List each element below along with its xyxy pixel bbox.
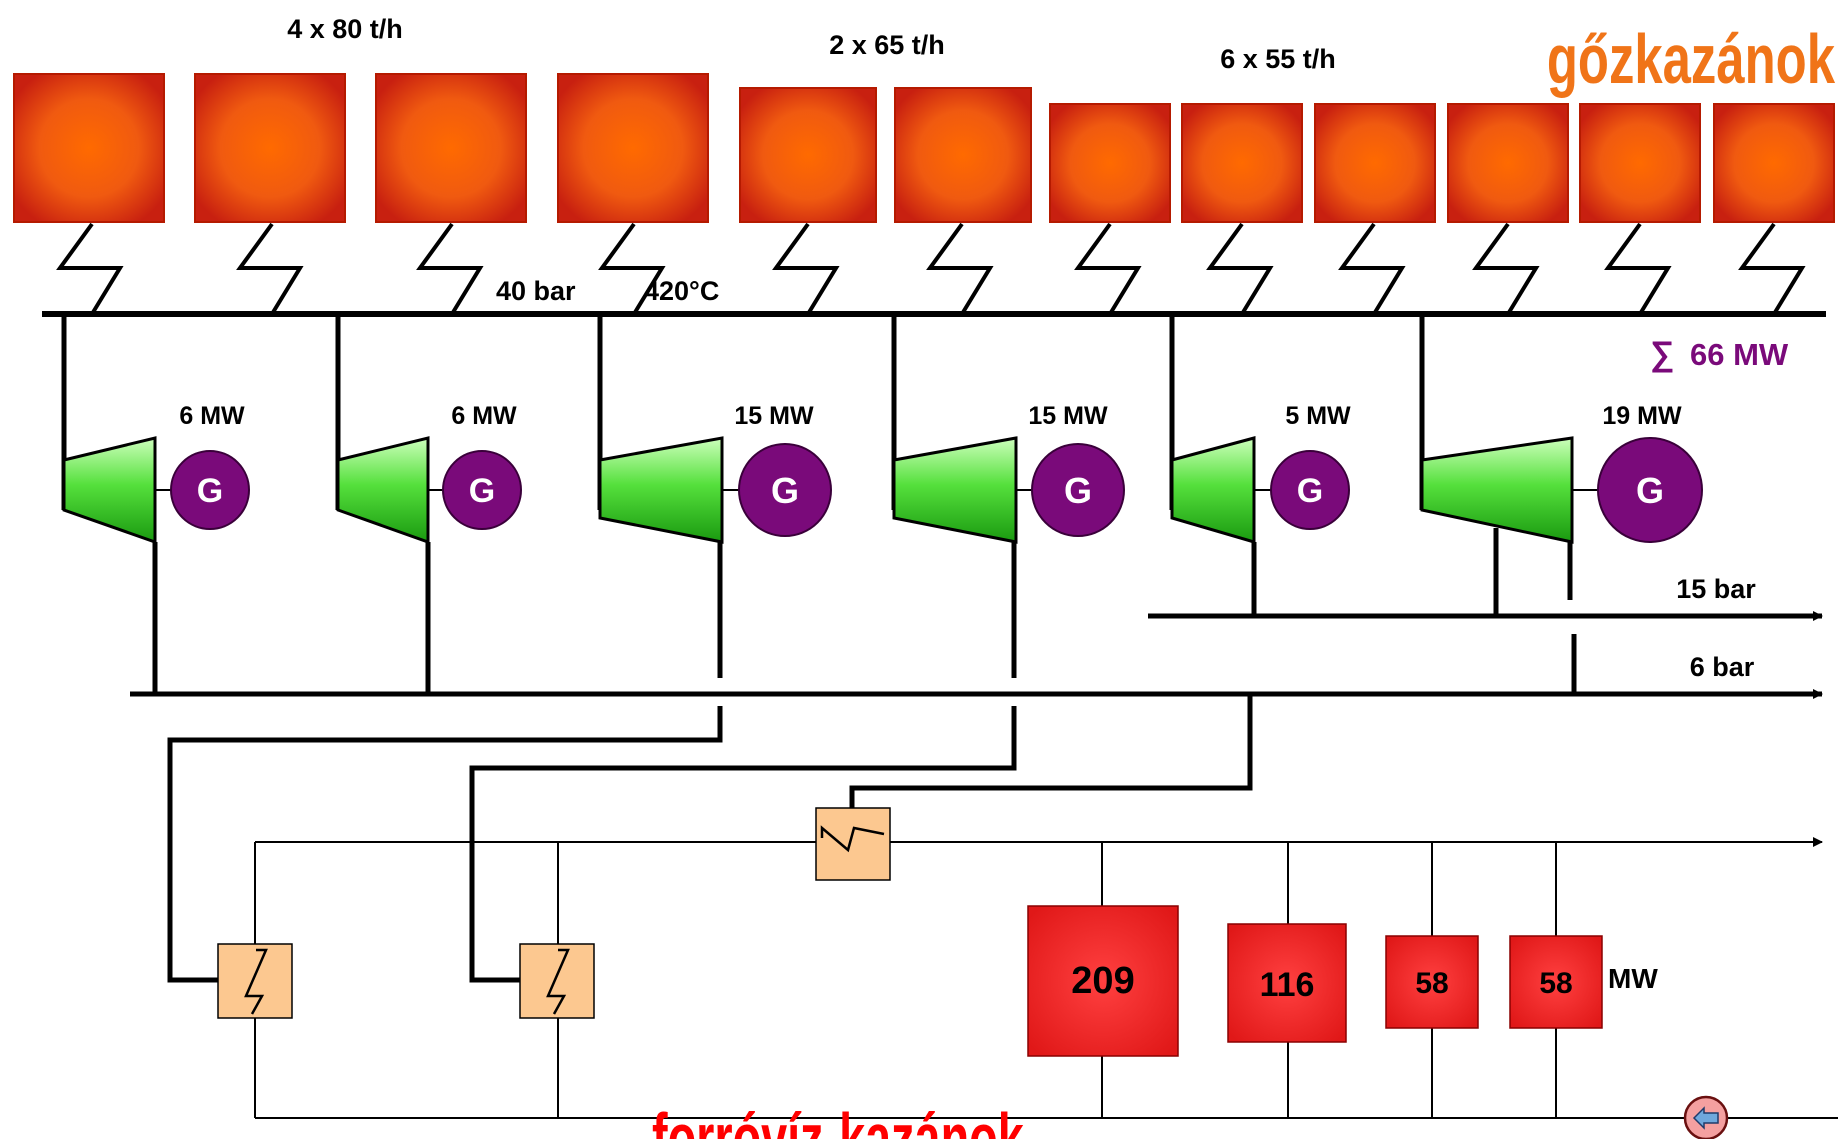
generator-label: G: [197, 472, 223, 510]
steam-boilers: [13, 73, 1835, 223]
turbine-rating: 19 MW: [1602, 402, 1682, 430]
hot-water-boiler-value: 116: [1260, 966, 1315, 1004]
turbine-rating: 15 MW: [734, 402, 814, 430]
generator-label: G: [1064, 470, 1092, 511]
steam-boiler: [194, 73, 346, 223]
steam-boiler: [1579, 103, 1701, 223]
turbine: [336, 436, 430, 545]
heating-steam-pipes: [167, 694, 1253, 983]
generator: [442, 450, 522, 530]
hot-water-boiler-value: 58: [1415, 967, 1448, 1000]
generator-label: G: [469, 472, 495, 510]
hot-water-boiler: [1227, 923, 1347, 1043]
generator: [1270, 450, 1350, 530]
boiler-group-label: 4 x 80 t/h: [287, 14, 403, 44]
boiler-group-label: 2 x 65 t/h: [829, 30, 945, 60]
hot-water-boiler-value: 58: [1539, 967, 1572, 1000]
steam-boiler: [375, 73, 527, 223]
generators: [170, 437, 1703, 543]
steam-boiler: [1049, 103, 1171, 223]
generator-labels: G G G G G G: [197, 470, 1664, 511]
pressure-label-6bar: 6 bar: [1690, 652, 1755, 682]
turbine: [1170, 436, 1256, 545]
generator: [1031, 443, 1125, 537]
hot-water-boiler: [1027, 905, 1179, 1057]
steam-boiler: [557, 73, 709, 223]
steam-boiler: [894, 87, 1032, 223]
turbine: [598, 436, 724, 544]
heat-exchanger: [519, 943, 595, 1019]
steam-boiler: [739, 87, 877, 223]
heat-exchanger: [815, 807, 891, 881]
boiler-connectors: [56, 222, 1806, 316]
generator: [738, 443, 832, 537]
boiler-group-label: 6 x 55 t/h: [1220, 44, 1336, 74]
hot-water-boilers-title: forróvíz-kazánok: [652, 1101, 1024, 1139]
steam-boiler: [1713, 103, 1835, 223]
generator-label: G: [1636, 470, 1664, 511]
steam-boiler: [1314, 103, 1436, 223]
steam-boiler: [1447, 103, 1569, 223]
header-temperature-label: 420°C: [644, 276, 719, 306]
generator-label: G: [771, 470, 799, 511]
hot-water-boiler-value: 209: [1071, 960, 1134, 1002]
total-power-label: 66 MW: [1690, 337, 1789, 372]
heat-exchangers: [217, 807, 891, 1019]
turbine: [62, 436, 157, 545]
return-arrow-icon[interactable]: [1683, 1095, 1729, 1139]
heat-exchanger: [217, 943, 293, 1019]
turbine-rating: 5 MW: [1285, 402, 1351, 430]
hot-water-boiler: [1509, 935, 1603, 1029]
pressure-label-15bar: 15 bar: [1676, 574, 1756, 604]
sum-icon: ∑: [1650, 335, 1674, 373]
header-pressure-label: 40 bar: [496, 276, 576, 306]
hot-water-boiler-values: 209 116 58 58: [1071, 960, 1572, 1004]
turbine-rating: 6 MW: [179, 402, 245, 430]
turbine: [1420, 436, 1574, 544]
hot-water-unit-label: MW: [1608, 963, 1658, 994]
generator: [1597, 437, 1703, 543]
turbine-rating: 15 MW: [1028, 402, 1108, 430]
turbine: [892, 436, 1018, 544]
hot-water-boilers: [1027, 905, 1603, 1057]
steam-boiler: [13, 73, 165, 223]
steam-boiler: [1181, 103, 1303, 223]
generator-label: G: [1297, 472, 1323, 510]
hot-water-boiler: [1385, 935, 1479, 1029]
steam-boilers-title: gőzkazánok: [1547, 20, 1835, 98]
turbine-exhausts: [152, 528, 1577, 694]
generator: [170, 450, 250, 530]
turbine-ratings: 6 MW 6 MW 15 MW 15 MW 5 MW 19 MW: [179, 402, 1682, 430]
turbine-rating: 6 MW: [451, 402, 517, 430]
